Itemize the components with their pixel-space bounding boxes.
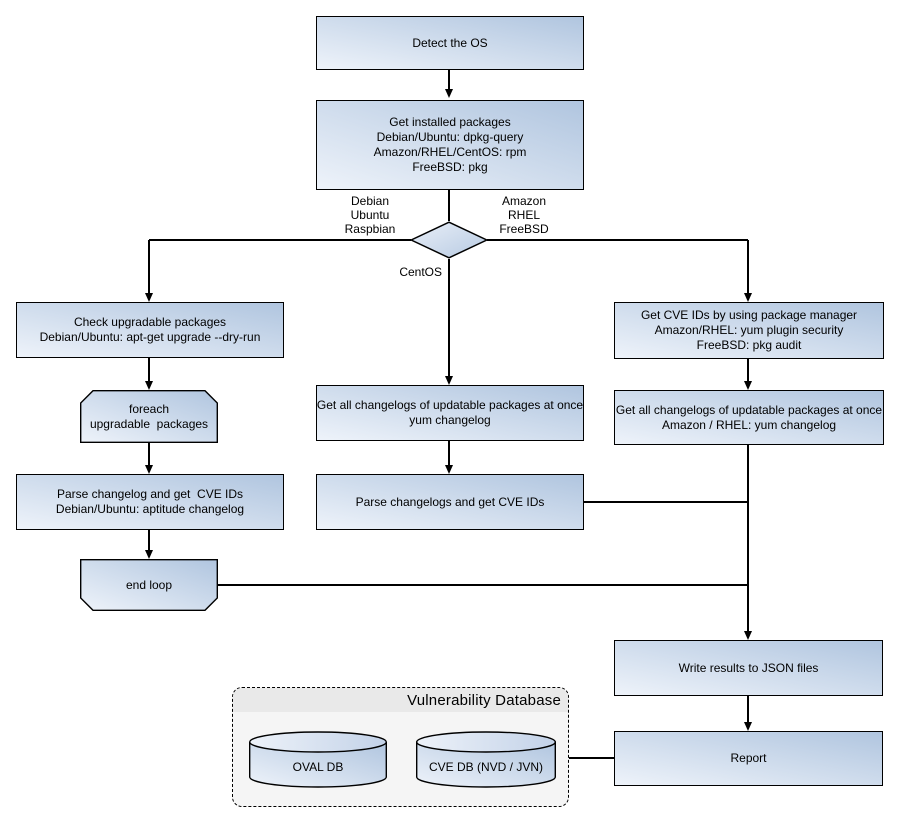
node-foreach-loop-begin: foreach upgradable packages — [80, 390, 218, 443]
node-label-line: Write results to JSON files — [678, 660, 819, 675]
node-get-changelogs-amazon-rhel: Get all changelogs of updatable packages… — [614, 390, 884, 445]
node-label-line: FreeBSD: pkg — [412, 160, 488, 174]
connector-foreach-to-parse — [148, 443, 150, 466]
arrowhead — [444, 89, 453, 98]
node-parse-changelogs-centos: Parse changelogs and get CVE IDs — [316, 474, 584, 530]
branch-label-line: FreeBSD — [499, 222, 549, 236]
connector-detect-to-installed — [448, 70, 450, 90]
node-report: Report — [614, 731, 883, 786]
connector-cveright-to-changelogsright — [747, 359, 749, 382]
connector-parse-to-endloop — [148, 530, 150, 551]
connector-branch-left-h — [149, 239, 411, 241]
arrowhead — [743, 381, 752, 390]
arrowhead — [144, 550, 153, 559]
node-label-line: upgradable packages — [89, 416, 209, 431]
node-label-line: Get installed packages — [389, 115, 511, 129]
node-detect-os: Detect the OS — [316, 16, 584, 70]
node-label-line: Parse changelog and get CVE IDs — [56, 487, 244, 501]
branch-label-line: Raspbian — [344, 222, 396, 236]
node-label-line: yum changelog — [409, 413, 491, 427]
node-label-line: Debian/Ubuntu: apt-get upgrade --dry-run — [39, 330, 261, 344]
node-label-line: Report — [730, 751, 767, 765]
node-label-line: Get CVE IDs by using package manager — [640, 308, 858, 322]
arrowhead — [144, 381, 153, 390]
node-label-line: Amazon/RHEL/CentOS: rpm — [373, 145, 527, 159]
database-cylinder-cve-db: CVE DB (NVD / JVN) — [416, 731, 556, 788]
node-label-line: Parse changelogs and get CVE IDs — [355, 494, 545, 509]
vulnerability-database-container: Vulnerability Database — [232, 687, 569, 807]
branch-label-line: Debian — [350, 194, 390, 208]
node-label-line: Get all changelogs of updatable packages… — [615, 402, 883, 417]
node-label-line: Amazon / RHEL: yum changelog — [661, 417, 837, 432]
branch-label-line: Amazon — [501, 194, 547, 208]
node-label-line: Debian/Ubuntu: dpkg-query — [376, 130, 524, 144]
branch-label-line: RHEL — [507, 208, 540, 222]
arrowhead — [144, 293, 153, 302]
node-check-upgradable-packages: Check upgradable packages Debian/Ubuntu:… — [16, 302, 284, 358]
node-parse-changelog-left: Parse changelog and get CVE IDs Debian/U… — [16, 474, 284, 530]
node-write-results-json: Write results to JSON files — [614, 640, 883, 696]
node-end-loop: end loop — [80, 559, 218, 611]
node-label-line: Amazon/RHEL: yum plugin security — [654, 323, 844, 337]
branch-label-line: CentOS — [399, 265, 442, 279]
decision-diamond-os — [410, 221, 488, 259]
branch-label-amazon-group: Amazon RHEL FreeBSD — [474, 194, 574, 236]
branch-label-centos: CentOS — [374, 265, 442, 279]
vulnerability-database-title: Vulnerability Database — [233, 688, 568, 712]
arrowhead — [144, 465, 153, 474]
arrowhead — [444, 376, 453, 385]
database-cylinder-oval-db: OVAL DB — [249, 731, 387, 788]
connector-parsemid-to-write — [584, 501, 748, 503]
cylinder-label: CVE DB (NVD / JVN) — [428, 759, 543, 774]
connector-branch-right-h — [487, 239, 748, 241]
node-get-changelogs-centos: Get all changelogs of updatable packages… — [316, 385, 584, 441]
node-label-line: Debian/Ubuntu: aptitude changelog — [55, 502, 245, 516]
node-label-line: Get all changelogs of updatable packages… — [316, 398, 584, 412]
connector-branch-right-v — [747, 240, 749, 294]
node-get-cve-ids-package-manager: Get CVE IDs by using package manager Ama… — [614, 302, 884, 359]
cylinder-label: OVAL DB — [292, 759, 344, 774]
node-label-line: foreach — [128, 401, 170, 416]
connector-installed-to-branch — [448, 190, 450, 221]
branch-label-debian-group: Debian Ubuntu Raspbian — [320, 194, 420, 236]
arrowhead — [444, 465, 453, 474]
connector-vulndb-to-report — [569, 757, 614, 759]
connector-check-to-foreach — [148, 358, 150, 382]
branch-label-line: Ubuntu — [350, 208, 390, 222]
node-label-line: Check upgradable packages — [73, 315, 227, 329]
arrowhead — [743, 631, 752, 640]
connector-changelogsmid-to-parsemid — [448, 441, 450, 467]
connector-branch-left-v — [148, 240, 150, 294]
node-get-installed-packages: Get installed packages Debian/Ubuntu: dp… — [316, 100, 584, 190]
connector-right-to-write — [747, 445, 749, 632]
arrowhead — [743, 722, 752, 731]
node-label-line: FreeBSD: pkg audit — [696, 338, 802, 352]
node-label: Detect the OS — [412, 35, 488, 50]
connector-endloop-to-write — [218, 584, 748, 586]
node-label-line: end loop — [125, 577, 173, 592]
connector-write-to-report — [747, 696, 749, 723]
arrowhead — [743, 293, 752, 302]
connector-branch-centos — [448, 259, 450, 377]
